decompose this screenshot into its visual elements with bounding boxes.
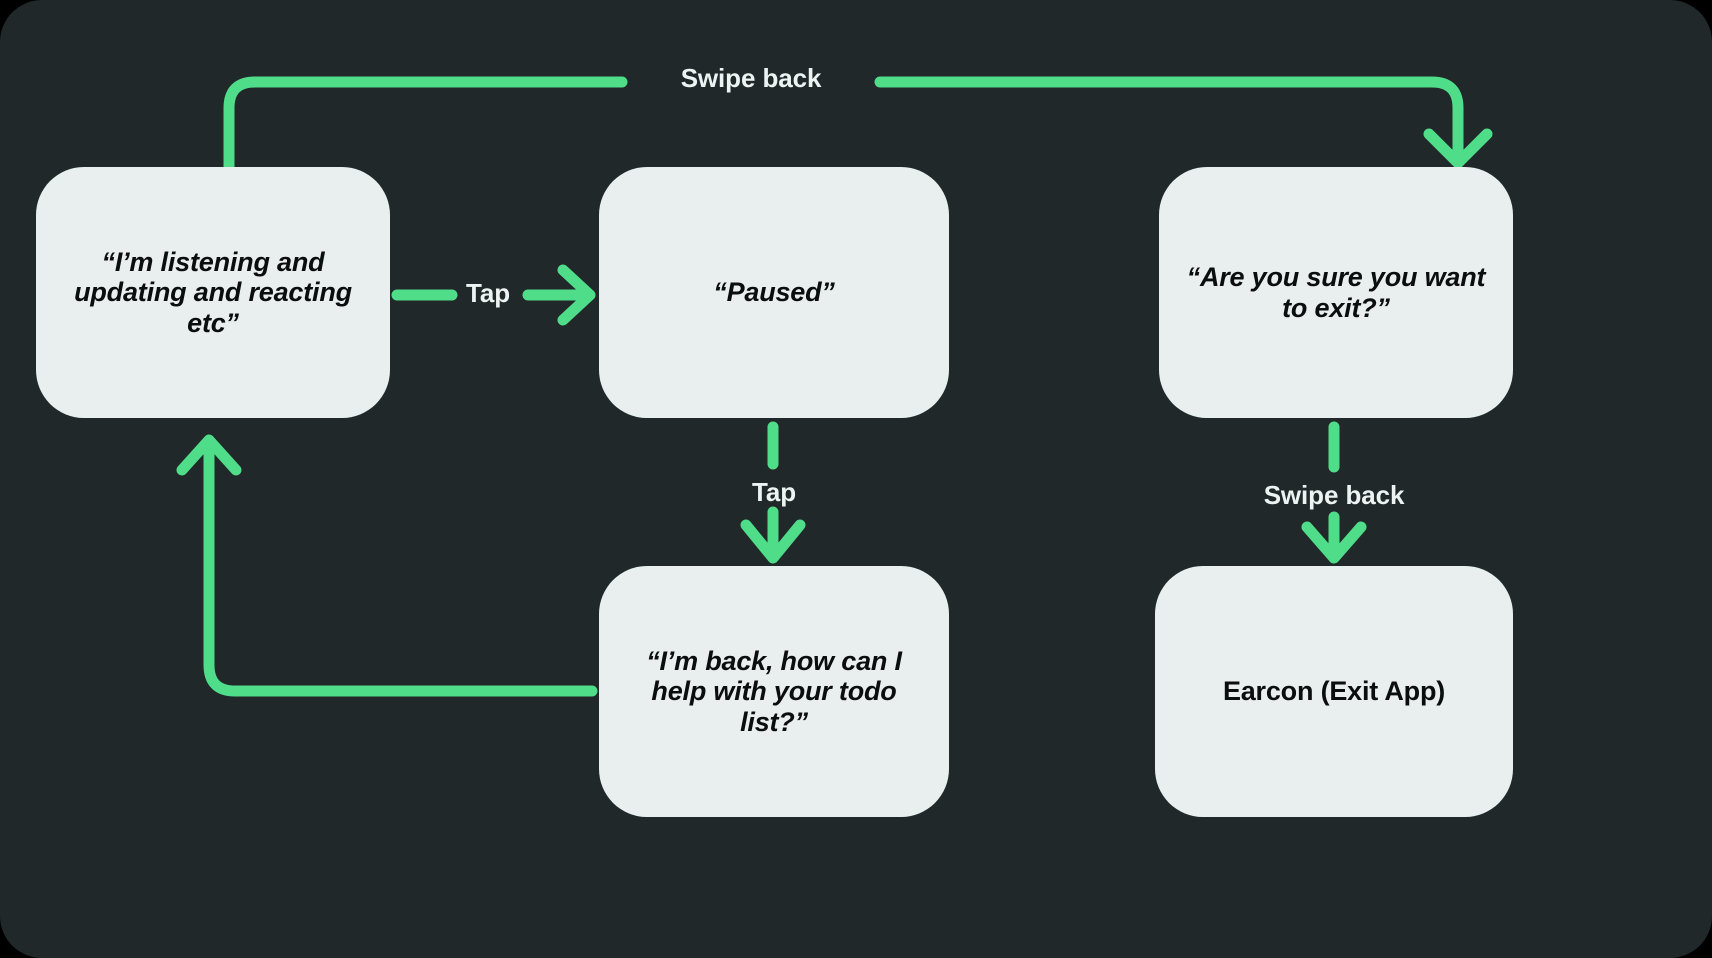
edge-label-swipe-back-exit-to-earcon: Swipe back bbox=[1263, 480, 1405, 510]
node-earcon-exit-app-label: Earcon (Exit App) bbox=[1222, 676, 1446, 707]
edge-swipe-back-down-arrowhead bbox=[1301, 521, 1367, 564]
node-back[interactable]: “I’m back, how can I help with your todo… bbox=[599, 566, 949, 817]
edge-label-swipe-back-top: Swipe back bbox=[680, 63, 822, 93]
node-back-label: “I’m back, how can I help with your todo… bbox=[646, 646, 902, 737]
node-paused-label: “Paused” bbox=[713, 277, 835, 308]
node-listening-label: “I’m listening and updating and reacting… bbox=[74, 247, 352, 338]
edge-tap-right-arrowhead bbox=[557, 264, 596, 326]
edge-tap-down-arrowhead bbox=[740, 519, 806, 564]
node-exit-confirmation[interactable]: “Are you sure you want to exit?” bbox=[1159, 167, 1513, 418]
node-paused[interactable]: “Paused” bbox=[599, 167, 949, 418]
edge-return-arrowhead bbox=[176, 434, 242, 476]
edge-swipe-back-top-arrowhead bbox=[1423, 128, 1493, 169]
node-listening[interactable]: “I’m listening and updating and reacting… bbox=[36, 167, 390, 418]
edge-label-tap-paused-to-back: Tap bbox=[752, 477, 796, 507]
edge-return-to-listening bbox=[203, 442, 598, 697]
edge-swipe-back-top-right-segment bbox=[874, 76, 1464, 156]
node-earcon-exit-app[interactable]: Earcon (Exit App) bbox=[1155, 566, 1513, 817]
edge-swipe-back-top-left-segment bbox=[223, 76, 628, 176]
node-exit-confirmation-label: “Are you sure you want to exit?” bbox=[1186, 262, 1486, 323]
edge-label-tap-listening-to-paused: Tap bbox=[466, 278, 510, 308]
